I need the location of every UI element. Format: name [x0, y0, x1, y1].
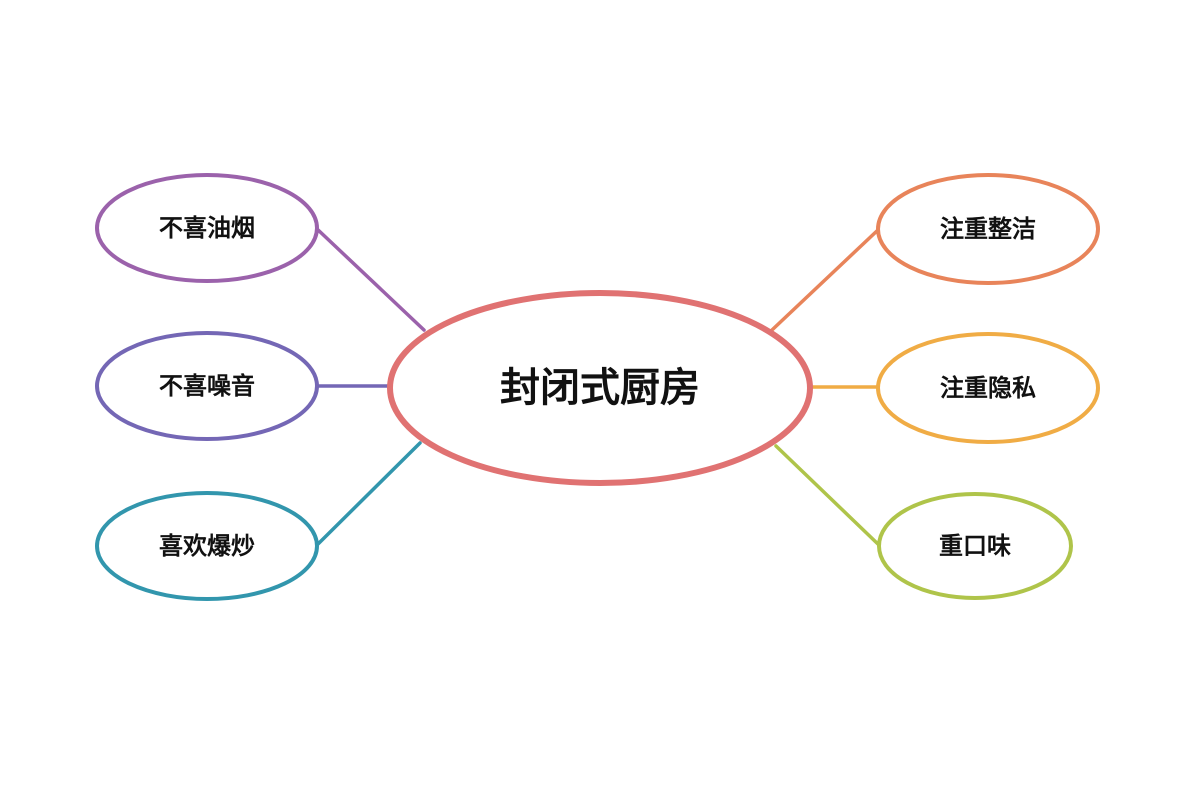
branch-node-values-cleanliness[interactable]: 注重整洁 [876, 173, 1100, 285]
branch-node-ellipse [876, 332, 1100, 444]
branch-node-label: 不喜噪音 [159, 372, 255, 400]
branch-node-label: 注重整洁 [940, 215, 1036, 243]
branch-node-no-noise[interactable]: 不喜噪音 [95, 331, 319, 441]
connector-line-values-cleanliness [770, 227, 881, 332]
branch-node-strong-flavor[interactable]: 重口味 [877, 492, 1073, 600]
connector-line-likes-stir-fry [314, 441, 422, 548]
branch-node-no-oil-smoke[interactable]: 不喜油烟 [95, 173, 319, 283]
connector-line-strong-flavor [774, 444, 882, 548]
branch-node-label: 喜欢爆炒 [159, 532, 255, 560]
connector-lines [314, 226, 882, 548]
branch-node-ellipse [876, 173, 1100, 285]
branch-node-label: 不喜油烟 [159, 214, 255, 242]
central-topic-ellipse [387, 290, 813, 486]
branch-node-ellipse [95, 173, 319, 283]
central-topic: 封闭式厨房 [387, 290, 813, 486]
central-topic-label: 封闭式厨房 [500, 365, 700, 411]
branch-node-ellipse [877, 492, 1073, 600]
branch-node-likes-stir-fry[interactable]: 喜欢爆炒 [95, 491, 319, 601]
branch-node-label: 重口味 [939, 532, 1011, 560]
connector-line-no-oil-smoke [314, 226, 426, 332]
branch-node-values-privacy[interactable]: 注重隐私 [876, 332, 1100, 444]
branch-node-ellipse [95, 331, 319, 441]
branch-node-ellipse [95, 491, 319, 601]
branch-node-label: 注重隐私 [940, 374, 1036, 402]
